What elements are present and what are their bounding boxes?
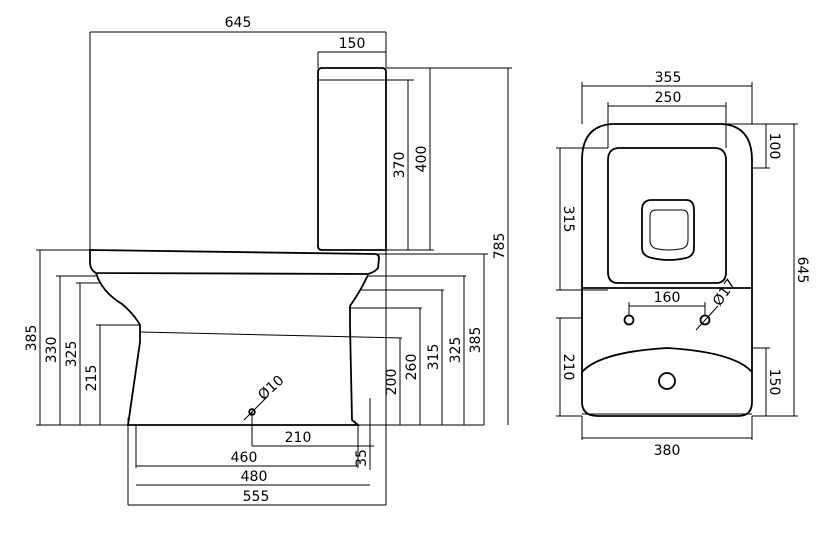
top-view: 355 250 100 645 315 160 Ø17 210 150 380	[556, 70, 810, 459]
flush-button-icon	[658, 372, 676, 390]
dim-315: 315	[426, 344, 442, 371]
dim-645-width: 645	[225, 15, 252, 31]
side-view: 645 150 370 400 785 385 330 325 215 200 …	[24, 15, 512, 506]
bolt-hole-left-icon	[623, 314, 635, 326]
dim-200: 200	[384, 369, 400, 396]
dim-480: 480	[241, 469, 268, 485]
dim-355: 355	[655, 70, 682, 86]
front-ledge-outline	[581, 347, 753, 373]
dim-215: 215	[84, 365, 100, 392]
dim-370: 370	[392, 152, 408, 179]
dim-250: 250	[655, 90, 682, 106]
bowl-body-outline	[95, 272, 369, 426]
cistern-outline	[317, 67, 387, 251]
dim-diam-10: Ø10	[255, 372, 287, 403]
dim-260: 260	[404, 354, 420, 381]
dim-645-depth: 645	[794, 257, 810, 284]
dim-380: 380	[654, 443, 681, 459]
dim-385-left: 385	[24, 325, 40, 352]
leader-line	[695, 305, 719, 331]
dim-210-bolt: 210	[285, 430, 312, 446]
top-outline-front	[581, 288, 753, 417]
dim-330: 330	[44, 337, 60, 364]
bowl-seat-outline	[89, 249, 380, 275]
bowl-inner-outline	[649, 209, 689, 251]
dim-385-right: 385	[468, 327, 484, 354]
dim-325-left: 325	[64, 341, 80, 368]
dim-160: 160	[654, 290, 681, 306]
dim-785: 785	[492, 233, 508, 260]
bowl-opening-outline	[641, 199, 695, 261]
dim-555: 555	[243, 489, 270, 505]
dim-150-tank: 150	[339, 36, 366, 52]
fixing-hole-icon	[248, 408, 256, 416]
dim-460: 460	[231, 450, 258, 466]
dim-diam-17: Ø17	[710, 276, 740, 309]
leader-line	[243, 395, 269, 421]
dim-150-front: 150	[766, 369, 782, 396]
seat-lid-outline	[607, 147, 727, 284]
dim-210-front: 210	[560, 354, 576, 381]
dim-35: 35	[354, 449, 370, 467]
dim-325-right: 325	[448, 337, 464, 364]
dim-400: 400	[414, 146, 430, 173]
dim-315-seat: 315	[560, 206, 576, 233]
dim-100: 100	[766, 133, 782, 160]
ext-line	[139, 331, 403, 339]
